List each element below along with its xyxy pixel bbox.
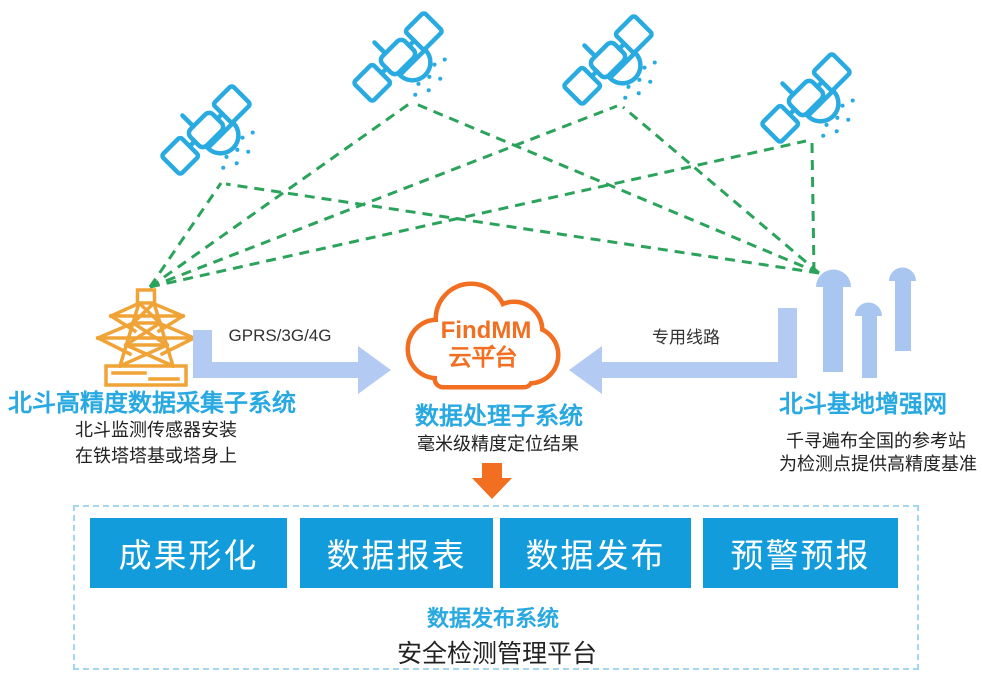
platform-title: 安全检测管理平台 bbox=[396, 640, 598, 668]
base-station-antennas-icon bbox=[816, 267, 916, 378]
dashed-signal-line bbox=[148, 182, 223, 288]
left-block-arrow bbox=[569, 308, 797, 394]
dashed-signal-line bbox=[225, 182, 820, 275]
down-arrow-icon bbox=[472, 463, 512, 499]
satellite-icon bbox=[344, 3, 456, 115]
dashed-signal-line bbox=[810, 142, 816, 273]
cloud-platform-name-line2: 云平台 bbox=[448, 344, 518, 370]
gprs-link-label: GPRS/3G/4G bbox=[228, 326, 332, 345]
cloud-icon bbox=[405, 281, 561, 390]
cloud-platform-name-line1: FindMM bbox=[440, 317, 532, 344]
transmission-tower-icon bbox=[95, 288, 197, 387]
dedicated-line-label: 专用线路 bbox=[652, 328, 720, 347]
dashed-signal-line bbox=[149, 139, 807, 289]
publish-system-panel bbox=[73, 505, 919, 670]
collector-desc-line2: 在铁塔塔基或塔身上 bbox=[75, 446, 237, 466]
right-block-arrow bbox=[193, 330, 391, 394]
collector-subsystem-title: 北斗高精度数据采集子系统 bbox=[8, 390, 296, 417]
processing-desc: 毫米级精度定位结果 bbox=[417, 434, 579, 454]
dashed-signal-line bbox=[149, 102, 410, 289]
module-button-early-warning[interactable]: 预警预报 bbox=[703, 518, 898, 588]
base-network-desc-line2: 为检测点提供高精度基准 bbox=[779, 454, 977, 474]
module-button-data-publish[interactable]: 数据发布 bbox=[500, 518, 691, 588]
processing-subsystem-title: 数据处理子系统 bbox=[415, 403, 583, 430]
module-button-data-report[interactable]: 数据报表 bbox=[300, 518, 493, 588]
satellite-icon bbox=[752, 44, 864, 156]
dashed-signal-line bbox=[149, 104, 618, 289]
dashed-signal-line bbox=[622, 105, 820, 275]
publish-system-subtitle: 数据发布系统 bbox=[426, 606, 560, 631]
base-network-title: 北斗基地增强网 bbox=[779, 391, 947, 418]
dashed-signal-line bbox=[415, 102, 820, 275]
collector-desc-line1: 北斗监测传感器安装 bbox=[75, 420, 237, 440]
module-button-results[interactable]: 成果形化 bbox=[90, 518, 287, 588]
dashed-signal-lines bbox=[148, 102, 820, 289]
satellite-icon bbox=[152, 76, 264, 188]
satellite-icon bbox=[554, 6, 666, 118]
base-network-desc-line1: 千寻遍布全国的参考站 bbox=[786, 431, 966, 451]
